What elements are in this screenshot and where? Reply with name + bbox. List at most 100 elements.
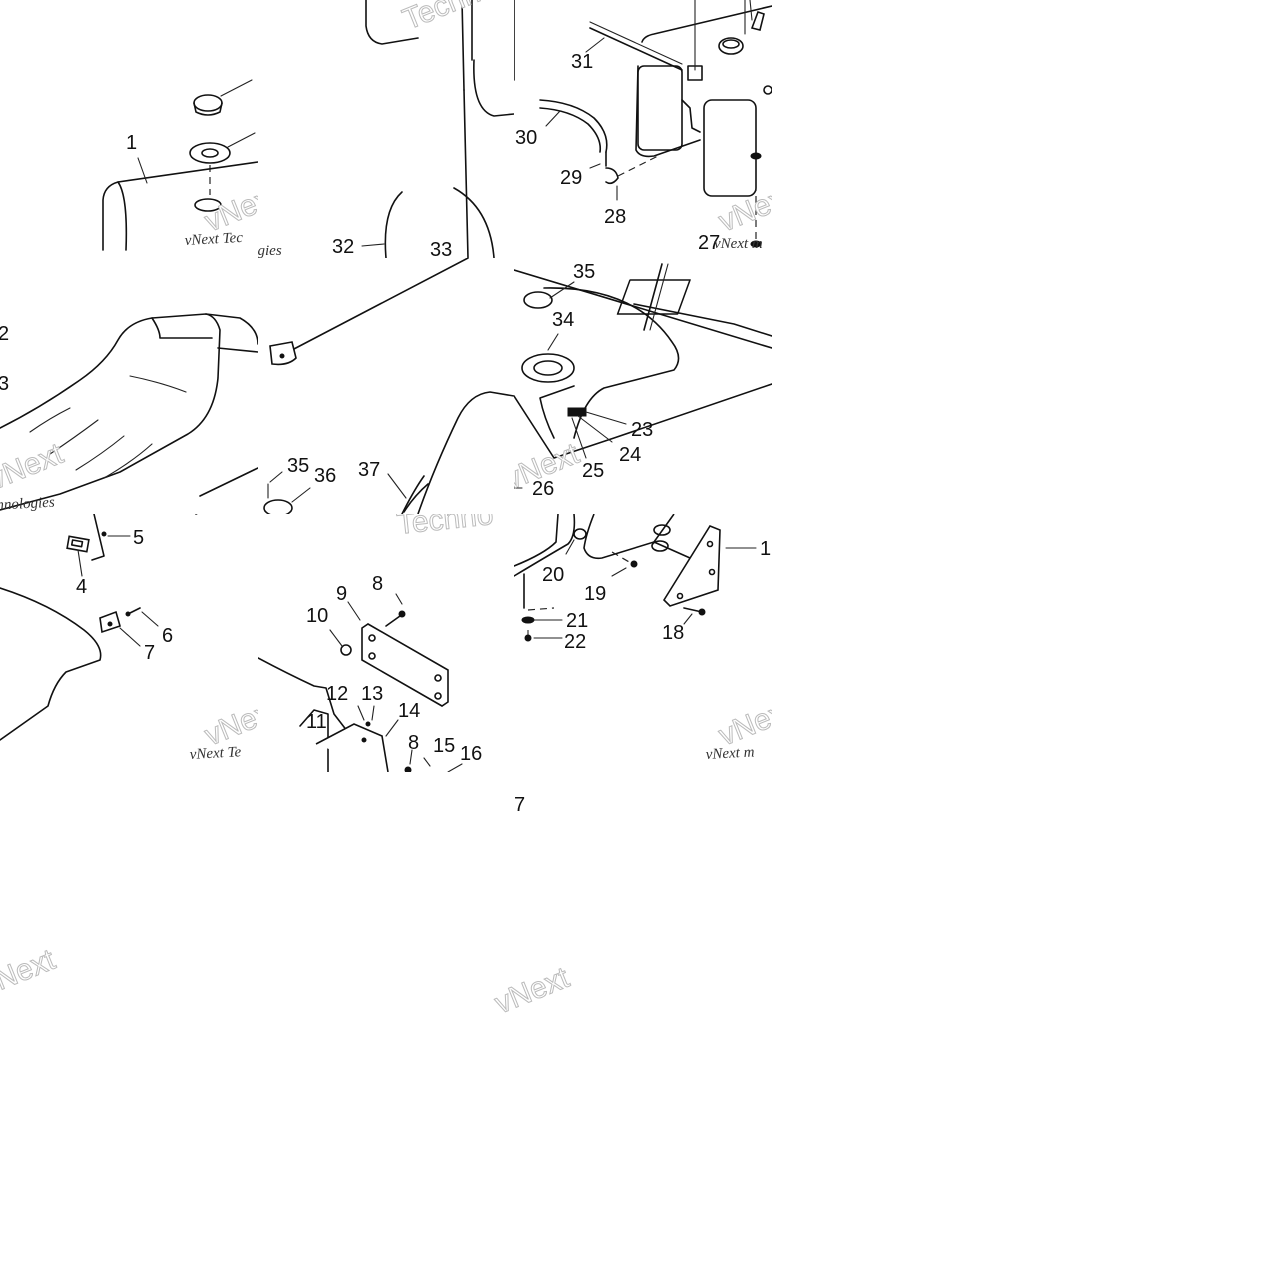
tank-outline [543,287,680,439]
tile-plate-bracket: Techno 8 9 10 1 [258,514,514,772]
side-panel-drawing: 32 33 Techno ogies [258,0,514,258]
washer-hole [201,148,219,158]
plate-bracket-drawing: Techno 8 9 10 1 [258,514,495,772]
light-bracket-part [315,723,389,772]
callout-18: 18 [662,622,684,644]
leader-line [371,705,375,721]
tank-top [641,5,772,43]
watermark-text: ogies [258,243,282,258]
callout-26: 26 [532,478,554,500]
tile-tank-petcock: 35 34 23 24 25 26 vNext [514,258,772,514]
leader-line [577,415,613,443]
callout-2: 2 [0,323,9,345]
seat-latch-drawing: 35 36 37 [263,258,514,514]
screw-head [630,560,638,568]
tile-mount-bracket: 20 19 17 18 21 22 vNext m vNext [514,514,772,772]
frame-line [463,89,469,258]
tile-side-panel: 32 33 Techno ogies [258,0,514,258]
fender-outline [0,587,102,741]
alignment-line [617,155,659,177]
screw-head [125,611,131,617]
grommet-part [653,524,671,536]
latch-hole [279,353,285,359]
leader-line [385,719,399,737]
fuel-cap-part [193,94,223,112]
watermark-text: vNext Tec [184,230,243,249]
cable-part [403,483,429,513]
tile-fuel-tank: 31 30 29 28 27 vNext m vNext [514,0,772,258]
leader-line [611,567,627,577]
callout-16: 16 [460,743,482,765]
plate-bracket-part [361,623,449,707]
frame-curve [401,475,425,514]
elbow-fitting-part [605,167,619,185]
tile-seat-latch: 35 36 37 [258,258,514,514]
callout-35: 35 [573,261,595,283]
leader-line [589,163,601,169]
bolt-part [750,240,762,248]
seat-pleat [49,419,99,455]
alignment-line [527,607,555,611]
bracket-hole [434,674,442,682]
bracket-edge [653,541,691,559]
leader-line [291,487,311,503]
grommet-part [651,540,669,552]
tile-seat: 2 3 chnologies vNext [0,258,258,514]
frame-line [633,303,772,337]
vent-hose-part [539,107,602,153]
callout-1: 1 [126,132,137,154]
watermark-ghost: vNext [714,693,772,753]
bolt-head [524,634,532,642]
watermark-text: vNext m [714,236,763,252]
leader-line [395,593,403,605]
bolt-head [398,610,406,618]
washer-part [189,142,231,164]
callout-25: 25 [582,460,604,482]
front-fender-drawing: 1 vNext Tec vNext [102,79,258,251]
bracket-part [91,514,105,561]
tank-panel [637,65,683,151]
callout-8: 8 [408,732,419,754]
leader-line [347,601,361,621]
leader-line [77,549,83,577]
tank-left-side [635,65,701,158]
fitting-part [750,10,765,31]
callout-15: 15 [433,735,455,757]
leader-line [683,613,693,625]
leader-line [549,281,575,299]
leader-line [220,79,253,97]
seat-pleat [103,443,153,479]
alignment-line [611,551,637,567]
fuel-cap-body [193,102,223,116]
hose-part [643,263,663,331]
bolt-head [698,608,706,616]
callout-28: 28 [604,206,626,228]
bolt-hole [361,737,367,743]
callout-23: 23 [631,419,653,441]
tile-front-fender: 1 vNext Tec vNext [0,0,258,258]
watermark-ghost: vNext [0,943,60,1003]
screw-part [365,721,371,727]
fender-curve [514,514,559,567]
callout-20: 20 [542,564,564,586]
callout-5: 5 [133,527,144,549]
fuel-cap-top [722,39,740,49]
latch-part [269,341,297,366]
watermark-ghost: vNext [714,179,772,239]
leader-line [545,110,561,127]
washer-part [521,616,535,624]
vent-line-part [589,21,683,65]
panel-corner [365,0,419,45]
panel-curve [473,59,514,117]
callout-10: 10 [306,605,328,627]
fender-curve [514,514,576,577]
leader-line [361,243,385,247]
petcock-part [567,407,587,417]
rear-fender-drawing: 5 4 6 7 vNext Te vNext [0,514,258,763]
frame-line [514,269,772,349]
callout-7: 7 [144,642,155,664]
vent-hose-part [539,99,608,153]
fender-edge [117,181,128,251]
callout-24: 24 [619,444,641,466]
